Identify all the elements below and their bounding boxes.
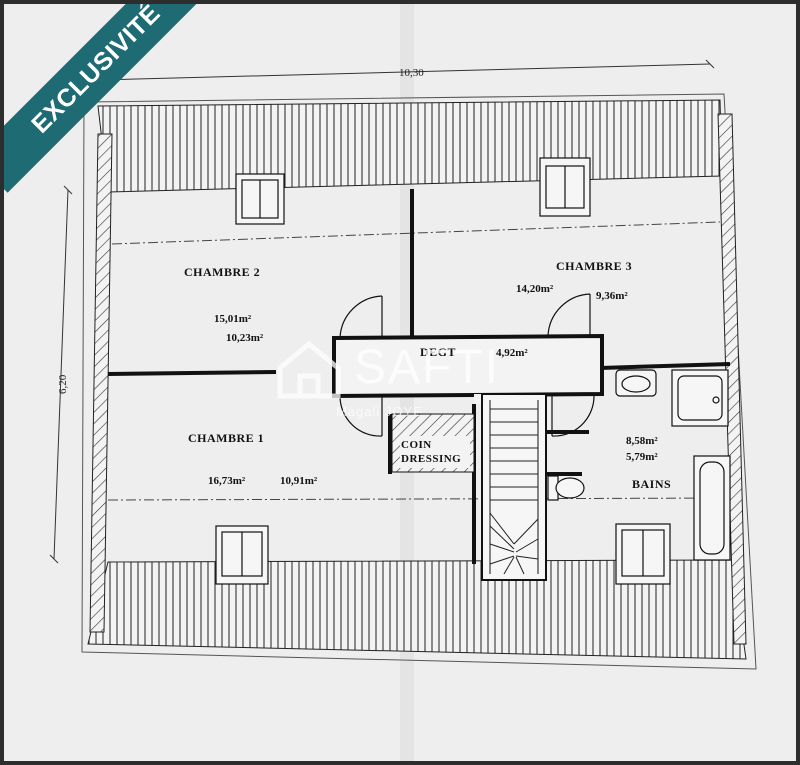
room-area-habitable-chambre2: 10,23m² (226, 332, 264, 344)
room-area-habitable-bains: 5,79m² (626, 451, 658, 463)
house-icon (277, 340, 341, 399)
watermark-subtitle: Magali JOYE (336, 404, 423, 419)
room-name-chambre3: CHAMBRE 3 (556, 259, 632, 273)
toilet (547, 475, 585, 501)
kneewall-line-bottom (107, 497, 733, 501)
width-label: 10,30 (399, 67, 424, 79)
room-area-total-bains: 8,58m² (626, 435, 658, 447)
room-area-total-chambre1: 16,73m² (208, 475, 246, 487)
doors (339, 293, 595, 437)
room-name-chambre1: CHAMBRE 1 (188, 431, 264, 445)
width-dimension: 10,30 (95, 59, 715, 85)
room-area-habitable-chambre3: 9,36m² (596, 290, 628, 302)
watermark-title: SAFTI (354, 341, 501, 394)
room-name-chambre2: CHAMBRE 2 (184, 265, 260, 279)
left-wall (89, 133, 113, 633)
room-area-total-chambre2: 15,01m² (214, 313, 252, 325)
window-top-left (235, 173, 285, 225)
roof-slope-top (97, 99, 723, 193)
room-area-total-chambre3: 14,20m² (516, 283, 554, 295)
floor-plan: 10,30 6,20 (49, 4, 757, 761)
watermark: SAFTI Magali JOYE (272, 334, 562, 434)
height-label: 6,20 (57, 374, 69, 394)
room-name-dressing-line1: COIN (401, 439, 432, 451)
hallway-degt (332, 333, 604, 399)
height-dimension: 6,20 (49, 185, 73, 564)
room-area-degt: 4,92m² (496, 347, 528, 359)
window-bottom-left (215, 525, 269, 585)
window-top-right (539, 157, 591, 217)
shower-tub (693, 455, 731, 561)
kneewall-line-top (111, 221, 721, 245)
window-bottom-right (615, 523, 671, 585)
sink (615, 369, 657, 397)
floor-plan-frame: 10,30 6,20 (4, 4, 796, 761)
room-area-habitable-chambre1: 10,91m² (280, 475, 318, 487)
bathtub (671, 369, 729, 427)
room-name-bains: BAINS (632, 477, 671, 491)
roof-outline (81, 93, 757, 670)
room-name-degt: DEGT (420, 345, 456, 359)
room-name-dressing-line2: DRESSING (401, 453, 461, 465)
staircase (481, 393, 547, 581)
